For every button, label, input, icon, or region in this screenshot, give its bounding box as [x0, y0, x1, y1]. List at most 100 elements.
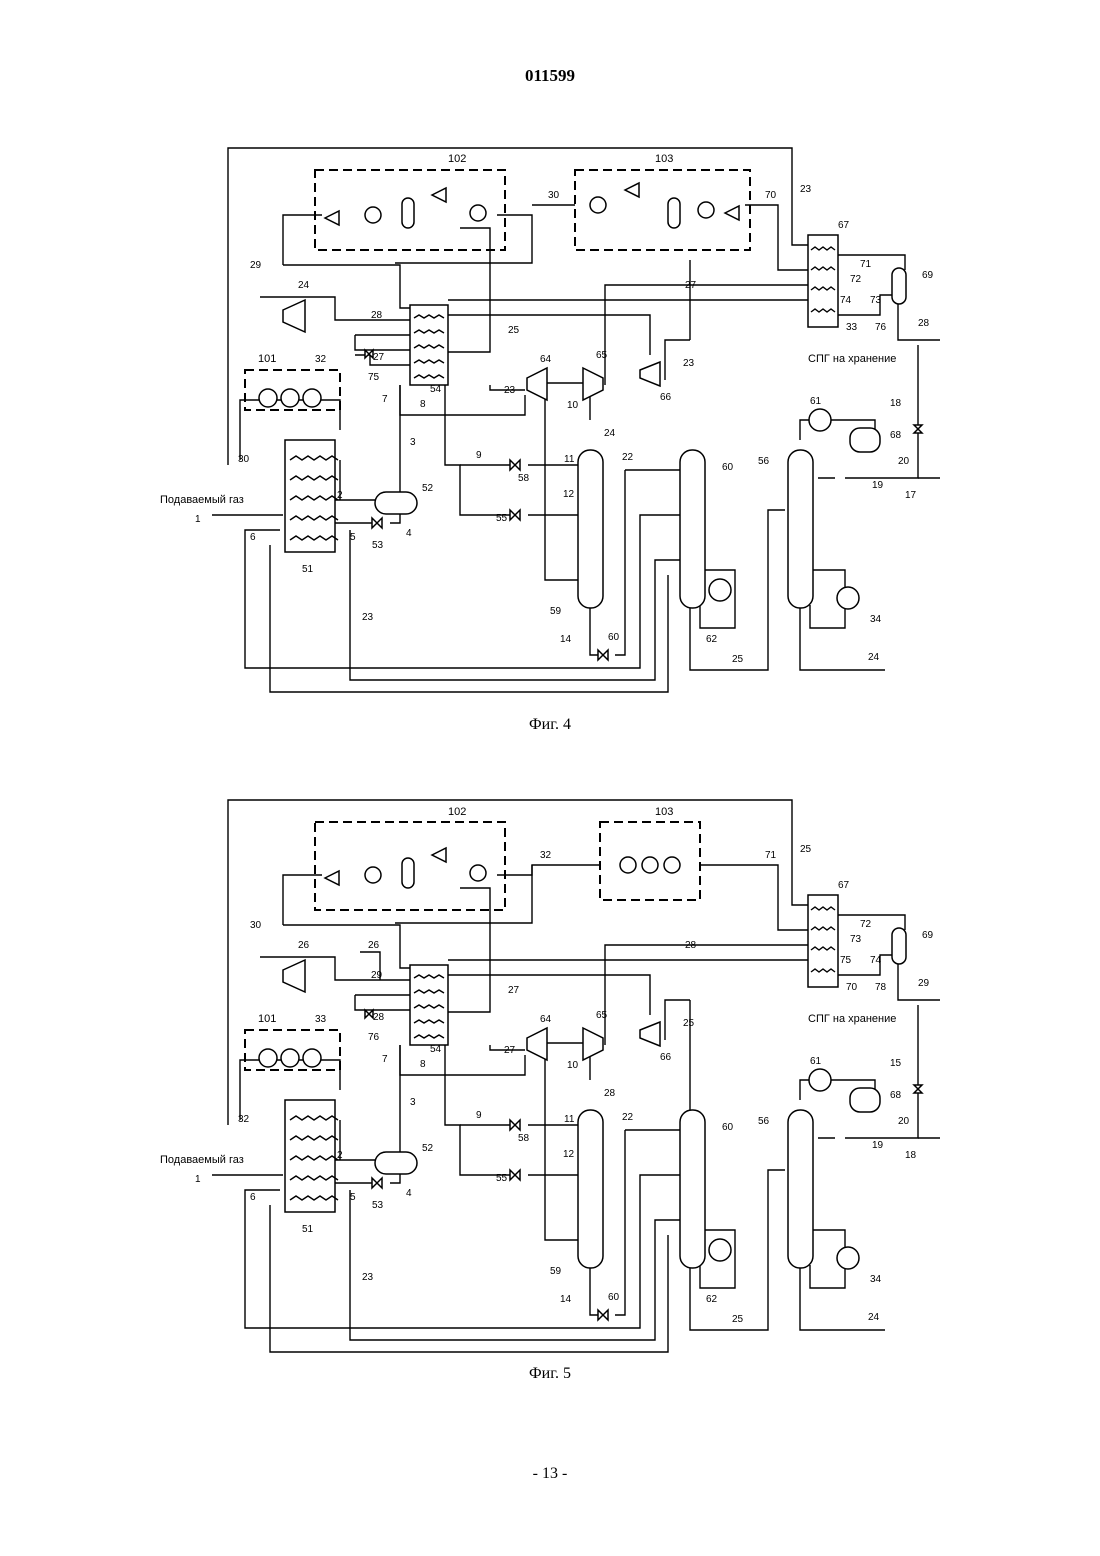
- label-53: 53: [372, 1200, 384, 1211]
- label-102: 102: [448, 153, 466, 165]
- label-71: 26: [298, 940, 310, 951]
- valve-56: [510, 460, 520, 470]
- valve-53: [372, 1178, 382, 1188]
- label-1: 1: [195, 514, 201, 525]
- figure-5-caption: Фиг. 5: [0, 1365, 1100, 1383]
- label-25: 25: [732, 1314, 744, 1325]
- label-66: 66: [660, 1052, 672, 1063]
- label-76: 30: [548, 190, 560, 201]
- label-20: 22: [622, 452, 634, 463]
- column-59: [788, 450, 813, 608]
- label-22: 23: [362, 612, 374, 623]
- page-number: - 13 -: [0, 1465, 1100, 1483]
- label-103: 103: [655, 806, 673, 818]
- label-52: 52: [422, 483, 434, 494]
- cooler-101a: [259, 1049, 277, 1067]
- label-33: 32: [315, 354, 327, 365]
- compressor-102b: [432, 848, 446, 862]
- label-91: 75: [368, 372, 380, 383]
- label-79: 71: [860, 259, 872, 270]
- label-56: 58: [518, 473, 530, 484]
- label-27: 27: [504, 1045, 516, 1056]
- label-34: 34: [870, 1274, 882, 1285]
- valve-53: [372, 518, 382, 528]
- label-29: 27: [685, 280, 697, 291]
- compressor-65: [583, 1028, 603, 1060]
- compressor-102a: [325, 871, 339, 885]
- label-59: 56: [758, 456, 770, 467]
- compressor-66: [640, 1022, 660, 1046]
- label-52: 52: [422, 1143, 434, 1154]
- label-22: 23: [362, 1272, 374, 1283]
- label-90: 75: [840, 955, 852, 966]
- compressor-65: [583, 368, 603, 400]
- label-11: 11: [564, 1114, 575, 1125]
- label-67: 67: [838, 220, 850, 231]
- label-90: 74: [840, 295, 852, 306]
- label-70: 25: [800, 844, 812, 855]
- label-60: 60: [608, 1292, 620, 1303]
- label-73: 28: [373, 1012, 385, 1023]
- label-68: 68: [890, 430, 902, 441]
- label-28: 24: [604, 428, 616, 439]
- label-51: 51: [302, 564, 314, 575]
- label-66: 66: [660, 392, 672, 403]
- cooler-101a: [259, 389, 277, 407]
- figure-5-diagram: 102 103 101 25 32 71 67 72 73 75 74 69 7…: [0, 790, 1100, 1360]
- reboiler-34: [837, 587, 859, 609]
- label-56: 58: [518, 1133, 530, 1144]
- label-7: 7: [382, 1054, 388, 1065]
- column-59: [788, 1110, 813, 1268]
- valve-60: [598, 650, 608, 660]
- label-61: 60: [722, 1122, 734, 1133]
- label-92: 78: [875, 982, 887, 993]
- label-67: 67: [838, 880, 850, 891]
- drum-69: [892, 268, 906, 304]
- cooler-103b: [642, 857, 658, 873]
- label-9: 9: [476, 450, 482, 461]
- label-15: 15: [890, 1058, 902, 1069]
- valve-15: [914, 425, 922, 433]
- drum-103: [668, 198, 680, 228]
- label-65: 65: [596, 350, 608, 361]
- drum-102: [402, 858, 414, 888]
- valve-55: [510, 510, 520, 520]
- equipment: [259, 848, 922, 1320]
- label-68: 68: [890, 1090, 902, 1101]
- cooler-103a: [620, 857, 636, 873]
- cooler-102a: [365, 867, 381, 883]
- reboiler-63: [709, 1239, 731, 1261]
- label-75: 30: [250, 920, 262, 931]
- label-3: 3: [410, 1097, 416, 1108]
- label-27: 23: [504, 385, 516, 396]
- label-8: 8: [420, 1059, 426, 1070]
- valve-73: [365, 350, 373, 358]
- label-12: 12: [563, 1149, 575, 1160]
- cooler-101c: [303, 1049, 321, 1067]
- valve-15: [914, 1085, 922, 1093]
- label-4: 4: [406, 1188, 412, 1199]
- label-23: 24: [868, 652, 880, 663]
- cooler-103a: [590, 197, 606, 213]
- label-73: 27: [373, 352, 385, 363]
- label-17: 18: [905, 1150, 917, 1161]
- cooler-103b: [698, 202, 714, 218]
- label-63: 62: [706, 634, 718, 645]
- label-91: 76: [368, 1032, 380, 1043]
- cooler-62: [809, 409, 831, 431]
- label-11: 11: [564, 454, 575, 465]
- label-3: 3: [410, 437, 416, 448]
- label-5: 5: [350, 1192, 356, 1203]
- label-18: 19: [872, 1140, 884, 1151]
- valve-73: [365, 1010, 373, 1018]
- label-7: 7: [382, 394, 388, 405]
- label-6: 6: [250, 1192, 256, 1203]
- label-10: 10: [567, 400, 579, 411]
- cooler-102b: [470, 205, 486, 221]
- figure-4-caption: Фиг. 4: [0, 716, 1100, 734]
- label-61: 60: [722, 462, 734, 473]
- label-51: 51: [302, 1224, 314, 1235]
- drum-102: [402, 198, 414, 228]
- label-62: 61: [810, 1056, 822, 1067]
- compressor-66: [640, 362, 660, 386]
